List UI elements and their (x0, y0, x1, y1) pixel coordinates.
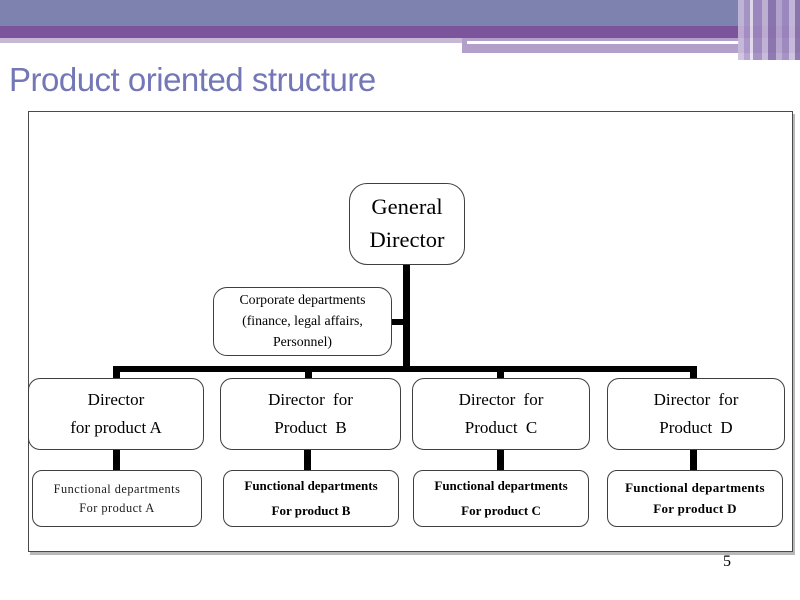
node-functional-departments-c: Functional departments For product C (413, 470, 589, 527)
connector-director-a-top (113, 370, 120, 379)
header-corner-stripes (735, 0, 800, 60)
node-text: Product C (464, 418, 538, 437)
node-text: Functional departments (244, 478, 378, 494)
node-text: Product B (274, 418, 347, 437)
node-functional-departments-a: Functional departments For product A (32, 470, 202, 527)
node-text: Director (369, 227, 445, 252)
node-text: Director for (268, 390, 353, 410)
page-number: 5 (723, 553, 731, 570)
connector-corporate-stub (390, 319, 404, 325)
node-text: Functional departments (625, 480, 765, 496)
header-bar-blue (0, 0, 800, 26)
connector-department-c (497, 450, 504, 471)
connector-director-c-top (497, 370, 504, 379)
node-text: Product D (659, 418, 733, 437)
node-director-product-d: Director for Product D (607, 378, 785, 450)
header-white-line (467, 41, 739, 44)
header-bar-purple (0, 26, 800, 38)
node-text: General (371, 194, 443, 220)
node-text: For product D (653, 500, 737, 516)
connector-department-d (690, 450, 697, 471)
node-general-director: General Director (349, 183, 465, 265)
node-text: Functional departments (53, 482, 181, 497)
node-text: Director (87, 390, 145, 410)
node-director-product-b: Director for Product B (220, 378, 401, 450)
node-text: (finance, legal affairs, (242, 313, 363, 329)
node-text: Corporate departments (239, 292, 366, 308)
node-text: Functional departments (434, 478, 568, 494)
node-text: Personnel) (272, 333, 332, 349)
connector-horizontal-rail (113, 366, 697, 372)
node-text: Director for (653, 390, 739, 410)
node-functional-departments-d: Functional departments For product D (607, 470, 783, 527)
header-strip-lavender (0, 38, 462, 43)
node-director-product-a: Director for product A (28, 378, 204, 450)
node-director-product-c: Director for Product C (412, 378, 590, 450)
node-text: For product B (271, 502, 351, 518)
slide-title: Product oriented structure (9, 61, 376, 98)
connector-director-b-top (305, 370, 312, 379)
node-text: For product A (79, 500, 155, 515)
node-functional-departments-b: Functional departments For product B (223, 470, 399, 527)
connector-department-b (304, 450, 311, 471)
node-corporate-departments: Corporate departments (finance, legal af… (213, 287, 392, 356)
connector-department-a (113, 450, 120, 471)
connector-root-vertical (403, 263, 410, 369)
node-text: for product A (70, 418, 162, 437)
connector-director-d-top (690, 370, 697, 379)
node-text: For product C (461, 502, 541, 518)
node-text: Director for (458, 390, 544, 410)
